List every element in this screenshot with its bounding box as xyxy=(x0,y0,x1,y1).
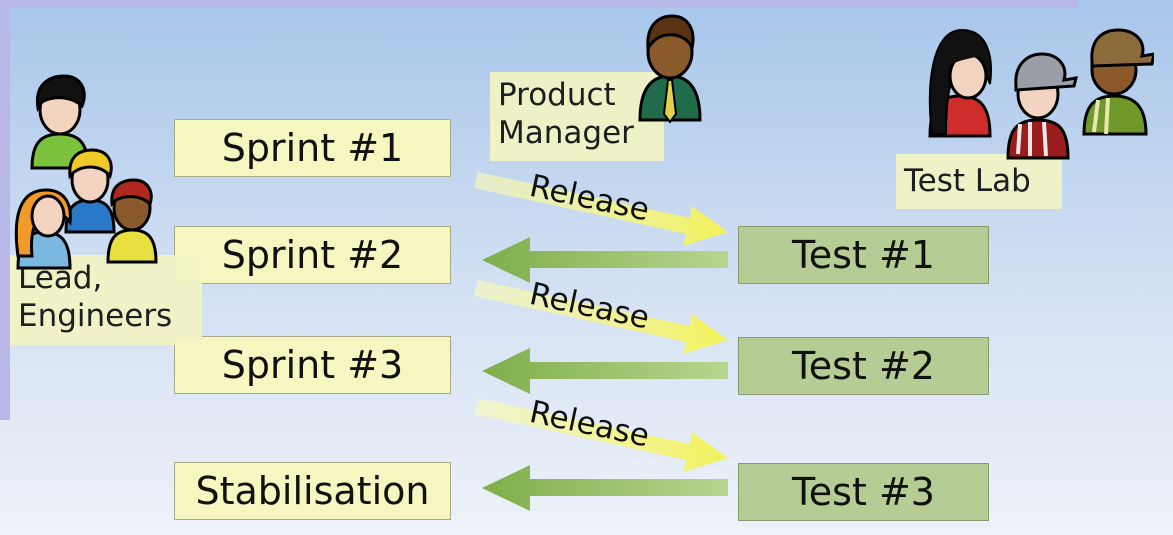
test-lab-people-icon xyxy=(928,28,1154,160)
test-lab-text: Test Lab xyxy=(904,163,1031,199)
release-arrow-2 xyxy=(474,280,728,354)
stabilisation-box: Stabilisation xyxy=(174,462,451,520)
sprint-1-label: Sprint #1 xyxy=(221,126,404,170)
product-manager-line-2: Manager xyxy=(498,115,634,151)
sprint-2-label: Sprint #2 xyxy=(221,233,404,277)
test-1-label: Test #1 xyxy=(792,233,935,277)
sprint-3-box: Sprint #3 xyxy=(174,336,451,394)
left-decor-bar xyxy=(0,0,10,420)
test-1-box: Test #1 xyxy=(738,226,989,284)
feedback-arrow-3 xyxy=(482,465,728,511)
product-manager-line-1: Product xyxy=(498,77,616,113)
feedback-arrow-1 xyxy=(482,237,728,283)
stabilisation-label: Stabilisation xyxy=(195,469,430,513)
test-3-label: Test #3 xyxy=(792,470,935,514)
release-arrow-1 xyxy=(474,172,728,246)
feedback-arrow-2 xyxy=(482,348,728,394)
release-arrow-3 xyxy=(474,398,728,472)
sprint-2-box: Sprint #2 xyxy=(174,226,451,284)
top-decor-bar xyxy=(0,0,1078,8)
product-manager-person-icon xyxy=(638,14,702,124)
engineers-line-2: Engineers xyxy=(18,298,173,334)
sprint-3-label: Sprint #3 xyxy=(221,343,404,387)
engineers-group-icon xyxy=(14,74,158,270)
test-lab-label: Test Lab xyxy=(896,154,1062,209)
product-manager-label: Product Manager xyxy=(490,72,664,161)
test-2-label: Test #2 xyxy=(792,344,935,388)
test-2-box: Test #2 xyxy=(738,337,989,395)
sprint-1-box: Sprint #1 xyxy=(174,119,451,177)
test-3-box: Test #3 xyxy=(738,463,989,521)
